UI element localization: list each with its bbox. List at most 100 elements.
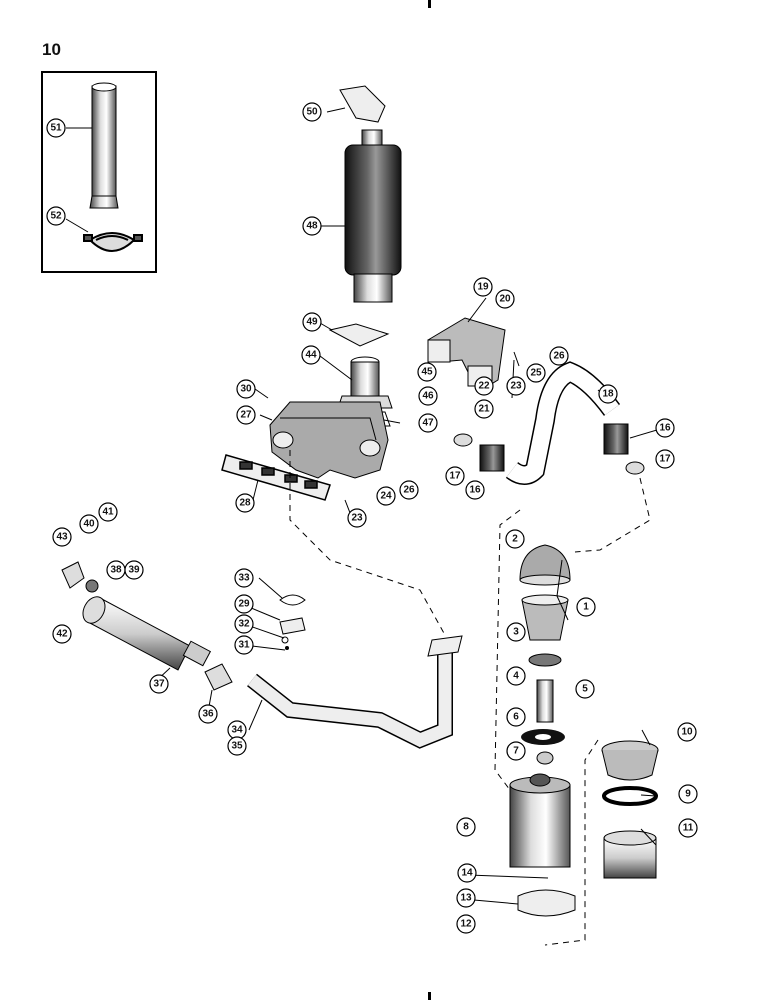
callout-19: 19 (473, 277, 493, 297)
callout-38: 38 (106, 560, 126, 580)
clamp-part (83, 232, 143, 252)
wing-nut-7 (536, 751, 554, 765)
callout-10-label: 10 (681, 727, 693, 738)
callout-28-label: 28 (239, 498, 251, 509)
callout-44-label: 44 (305, 350, 317, 361)
callout-36: 36 (198, 704, 218, 724)
inlet-tube-5 (536, 679, 554, 723)
flange-36 (204, 663, 233, 691)
callout-46: 46 (418, 386, 438, 406)
callout-11: 11 (678, 818, 698, 838)
air-cleaner-body-8 (509, 773, 571, 868)
air-cleaner-cap-group (519, 544, 571, 667)
callout-17-label: 17 (659, 454, 671, 465)
callout-3-label: 3 (513, 627, 519, 638)
registration-mark-bottom (428, 992, 431, 1000)
callout-38-label: 38 (110, 565, 122, 576)
callout-6: 6 (506, 707, 526, 727)
callout-34: 34 (227, 720, 247, 740)
hose-clamp-17-left (453, 433, 473, 447)
callout-21: 21 (474, 399, 494, 419)
callout-23-b: 23 (506, 376, 526, 396)
callout-50: 50 (302, 102, 322, 122)
pipe-flange (427, 635, 463, 657)
tail-pipe-part (89, 82, 119, 209)
callout-37: 37 (149, 674, 169, 694)
callout-29-label: 29 (238, 599, 250, 610)
callout-14: 14 (457, 863, 477, 883)
callout-30: 30 (236, 379, 256, 399)
callout-48-label: 48 (306, 221, 318, 232)
callout-24-label: 24 (380, 491, 392, 502)
callout-29: 29 (234, 594, 254, 614)
callout-5: 5 (575, 679, 595, 699)
callout-35: 35 (227, 736, 247, 756)
callout-23: 23 (347, 508, 367, 528)
clamp-39 (85, 579, 99, 593)
callout-48: 48 (302, 216, 322, 236)
callout-52: 52 (46, 206, 66, 226)
callout-8: 8 (456, 817, 476, 837)
callout-25-label: 25 (530, 368, 542, 379)
hose-clamp-17-right (625, 461, 645, 475)
callout-49-label: 49 (306, 317, 318, 328)
callout-18-label: 18 (602, 389, 614, 400)
callout-24: 24 (376, 486, 396, 506)
callout-2-label: 2 (512, 534, 518, 545)
callout-23-b-label: 23 (510, 381, 522, 392)
exhaust-elbow-part (337, 356, 393, 409)
callout-13-label: 13 (460, 893, 472, 904)
callout-22-label: 22 (478, 381, 490, 392)
callout-31: 31 (234, 635, 254, 655)
callout-20: 20 (495, 289, 515, 309)
callout-16-b-label: 16 (659, 423, 671, 434)
inset-box (41, 71, 157, 273)
callout-41-label: 41 (102, 507, 114, 518)
callout-33: 33 (234, 568, 254, 588)
callout-17: 17 (655, 449, 675, 469)
callout-49: 49 (302, 312, 322, 332)
callout-32: 32 (234, 614, 254, 634)
callout-27-label: 27 (240, 410, 252, 421)
callout-13: 13 (456, 888, 476, 908)
callout-44: 44 (301, 345, 321, 365)
callout-30-label: 30 (240, 384, 252, 395)
callout-7: 7 (506, 741, 526, 761)
callout-33-label: 33 (238, 573, 250, 584)
callout-46-label: 46 (422, 391, 434, 402)
callout-23-label: 23 (351, 513, 363, 524)
callout-21-label: 21 (478, 404, 490, 415)
callout-14-label: 14 (461, 868, 473, 879)
callout-bubbles: 1234567891011121314161718192021222324252… (46, 102, 698, 934)
callout-50-label: 50 (306, 107, 318, 118)
nut-31 (285, 646, 289, 650)
callout-37-label: 37 (153, 679, 165, 690)
callout-42-label: 42 (56, 629, 68, 640)
callout-26-b-label: 26 (553, 351, 565, 362)
callout-5-label: 5 (582, 684, 588, 695)
hose-16-left (479, 444, 505, 472)
callout-4-label: 4 (513, 671, 519, 682)
callout-19-label: 19 (477, 282, 489, 293)
callout-45: 45 (417, 362, 437, 382)
intake-elbow-part (427, 317, 506, 393)
muffler-part (344, 129, 402, 303)
callout-11-label: 11 (683, 823, 694, 834)
callout-20-label: 20 (499, 294, 511, 305)
manifold-gasket-part (221, 454, 331, 501)
callout-51-label: 51 (50, 123, 62, 134)
callout-3: 3 (506, 622, 526, 642)
callout-35-label: 35 (231, 741, 243, 752)
callout-25: 25 (526, 363, 546, 383)
bracket-38 (61, 561, 85, 589)
callout-8-label: 8 (463, 822, 469, 833)
callout-6-label: 6 (513, 712, 519, 723)
callout-51: 51 (46, 118, 66, 138)
callout-26-label: 26 (403, 485, 415, 496)
callout-32-label: 32 (238, 619, 250, 630)
callout-9: 9 (678, 784, 698, 804)
callout-36-label: 36 (202, 709, 214, 720)
callout-47: 47 (418, 413, 438, 433)
